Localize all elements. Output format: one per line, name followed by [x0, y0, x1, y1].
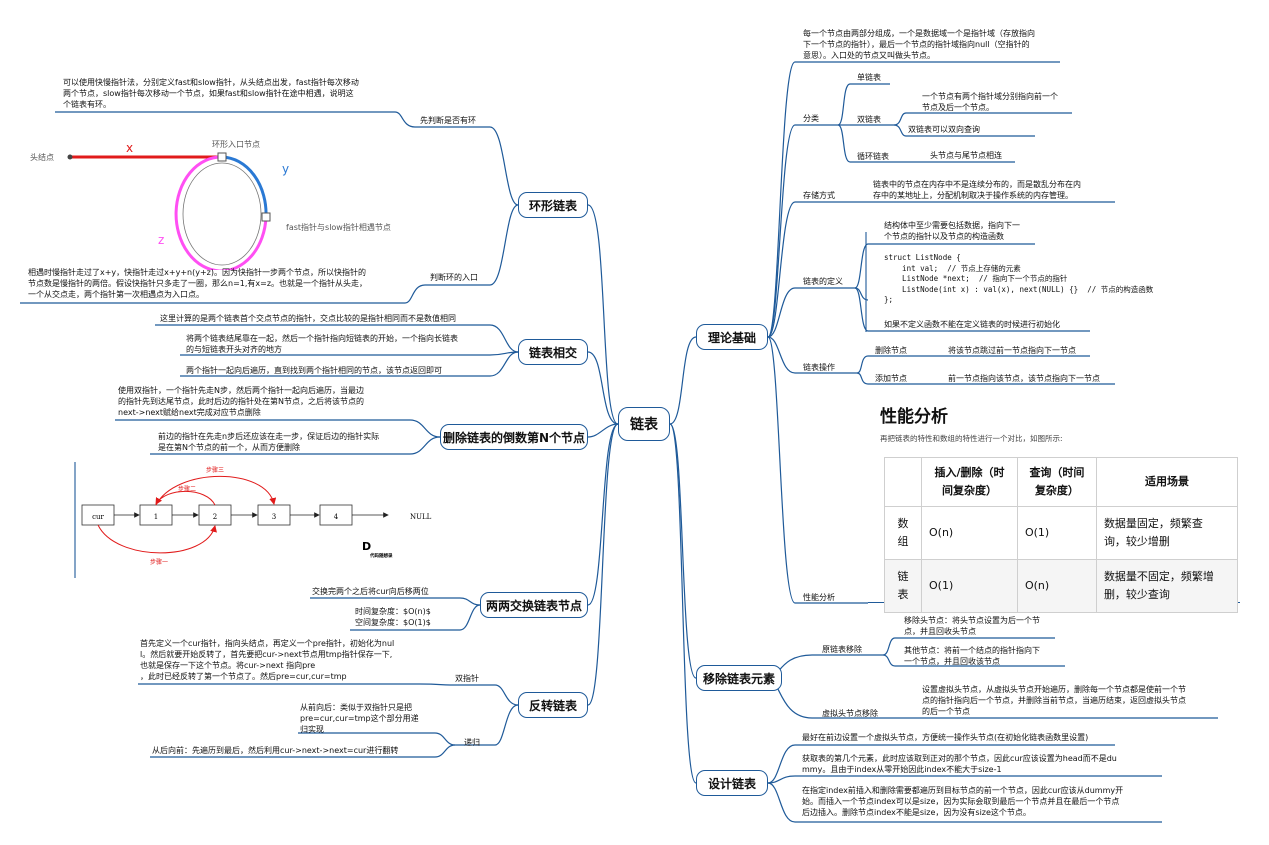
intersect-note-3: 两个指针一起向后遍历，直到找到两个指针相同的节点，该节点返回即可	[186, 366, 442, 375]
swap-node-label: cur	[92, 513, 104, 521]
table-cell: 数据量不固定，频繁增 删，较少查询	[1095, 559, 1239, 613]
recursion-label: 递归	[464, 738, 480, 747]
table-header: 查询（时间 复杂度）	[1016, 457, 1097, 507]
x-label: x	[126, 141, 134, 155]
branch-remove-nth[interactable]: 删除链表的倒数第N个节点	[440, 424, 588, 450]
branch-theory[interactable]: 理论基础	[696, 324, 768, 350]
null-label: NULL	[410, 513, 432, 521]
table-cell: O(n)	[1016, 559, 1097, 613]
remove-nth-note-1: 使用双指针，一个指针先走N步，然后两个指针一起向后遍历，当最边 的指针先到达尾节…	[118, 386, 364, 417]
original-remove-label: 原链表移除	[822, 645, 862, 654]
table-header	[884, 457, 922, 507]
swap-node-label: 1	[154, 513, 158, 521]
circular-list-desc: 头节点与尾节点相连	[930, 151, 1002, 160]
double-list: 双链表	[857, 115, 881, 124]
table-cell: 链 表	[884, 559, 922, 613]
definition-code: struct ListNode { int val; // 节点上存储的元素 L…	[884, 253, 1154, 304]
meet-node	[261, 212, 271, 222]
design-note-2: 获取表的第几个元素，此时应该取到正对的那个节点，因此cur应该设置为head而不…	[802, 754, 1117, 774]
entry-desc: 相遇时慢指针走过了x+y，快指针走过x+y+n(y+z)。因为快指针一步两个节点…	[28, 268, 368, 299]
other-remove-desc: 其他节点：将前一个结点的指针指向下 一个节点，并且回收该节点	[904, 646, 1040, 666]
intersect-note-1: 这里计算的是两个链表首个交点节点的指针，交点比较的是指针相同而不是数值相同	[160, 314, 456, 323]
double-pointer-label: 双指针	[455, 674, 479, 683]
swap-nodes	[81, 504, 353, 526]
head-remove-desc: 移除头节点：将头节点设置为后一个节 点，并且回收头节点	[904, 616, 1040, 636]
logo-text: 代码随想录	[369, 552, 393, 559]
cycle-diagram	[67, 152, 271, 270]
cycle-desc: 可以使用快慢指针法，分别定义fast和slow指针，从头结点出发，fast指针每…	[63, 78, 359, 109]
table-header: 插入/删除（时 间复杂度）	[921, 457, 1018, 507]
perf-label: 性能分析	[803, 593, 835, 602]
definition-desc: 结构体中至少需要包括数据，指向下一 个节点的指针以及节点的构造函数	[884, 221, 1020, 241]
swap-node-label: 4	[334, 513, 339, 521]
swap-diagram: cur 1 2 3 4 NULL 步骤一 步骤二 步骤三 D 代码随想录	[76, 462, 438, 578]
performance-subtitle: 再把链表的特性和数组的特性进行一个对比，如图所示:	[880, 434, 1063, 443]
performance-title: 性能分析	[880, 407, 948, 427]
cycle-ring	[182, 162, 262, 266]
virtual-remove-desc: 设置虚拟头节点，从虚拟头节点开始遍历，删除每一个节点都是使前一个节 点的指针指向…	[922, 685, 1186, 716]
design-note-1: 最好在前边设置一个虚拟头节点，方便统一操作头节点(在初始化链表函数里设置)	[802, 733, 1089, 742]
center-node[interactable]: 链表	[618, 407, 670, 441]
theory-classify: 分类	[803, 114, 819, 123]
swap-note-1: 交换完两个之后将cur向后移两位	[312, 587, 429, 596]
branch-design[interactable]: 设计链表	[696, 770, 768, 796]
double-list-desc: 一个节点有两个指针域分别指向前一个 节点及后一个节点。	[922, 92, 1058, 112]
recursion-desc-2: 从后向前：先遍历到最后，然后利用cur->next->next=cur进行翻转	[152, 746, 399, 755]
table-header: 适用场景	[1095, 457, 1239, 507]
branch-remove-elements[interactable]: 移除链表元素	[696, 665, 782, 691]
definition-note: 如果不定义函数不能在定义链表的时候进行初始化	[884, 320, 1060, 329]
z-label: z	[158, 233, 165, 247]
intersect-note-2: 将两个链表结尾靠在一起，然后一个指针指向短链表的开始，一个指向长链表 的与短链表…	[186, 334, 458, 354]
table-cell: 数 组	[884, 506, 922, 560]
step-3-label: 步骤三	[206, 466, 224, 474]
branch-cycle[interactable]: 环形链表	[518, 192, 588, 218]
swap-node-label: 3	[272, 513, 276, 521]
storage-desc: 链表中的节点在内存中不是连续分布的，而是散乱分布在内 存中的某地址上，分配机制取…	[873, 180, 1081, 200]
head-label: 头结点	[30, 153, 54, 162]
storage-label: 存储方式	[803, 191, 835, 200]
double-pointer-desc: 首先定义一个cur指针，指向头结点，再定义一个pre指针，初始化为nul l。然…	[140, 639, 395, 681]
single-list: 单链表	[857, 73, 881, 82]
virtual-remove-label: 虚拟头节点移除	[822, 709, 878, 718]
meet-label: fast指针与slow指针相遇节点	[286, 223, 391, 232]
table-row: 数 组 O(n) O(1) 数据量固定，频繁查 询，较少增删	[884, 506, 1239, 560]
branch-intersect[interactable]: 链表相交	[518, 339, 588, 365]
branch-swap[interactable]: 两两交换链表节点	[480, 592, 588, 618]
logo-mark: D	[362, 540, 371, 553]
theory-intro: 每一个节点由两部分组成，一个是数据域一个是指针域（存放指向 下一个节点的指针），…	[803, 29, 1035, 60]
table-cell: O(1)	[921, 559, 1018, 613]
y-label: y	[282, 162, 290, 176]
add-node-label: 添加节点	[875, 374, 907, 383]
step-1-label: 步骤一	[150, 558, 168, 566]
recursion-desc-1: 从前向后：类似于双指针只是把 pre=cur,cur=tmp这个部分用递 归实现	[300, 703, 419, 734]
swap-complexity: 时间复杂度：$O(n)$ 空间复杂度：$O(1)$	[355, 607, 431, 627]
table-row: 链 表 O(1) O(n) 数据量不固定，频繁增 删，较少查询	[884, 559, 1239, 613]
remove-nth-note-2: 前边的指针在先走n步后还应该在走一步，保证后边的指针实际 是在第N个节点的前一个…	[158, 432, 380, 452]
ops-label: 链表操作	[803, 363, 835, 372]
entry-node	[217, 152, 227, 162]
swap-node-label: 2	[213, 513, 217, 521]
branch-reverse[interactable]: 反转链表	[518, 692, 588, 718]
entry-label: 环形入口节点	[212, 140, 260, 149]
double-list-desc2: 双链表可以双向查询	[908, 125, 980, 134]
performance-table: 插入/删除（时 间复杂度） 查询（时间 复杂度） 适用场景 数 组 O(n) O…	[884, 457, 1239, 613]
z-arc	[174, 155, 268, 270]
cycle-judge: 先判断是否有环	[420, 116, 476, 125]
delete-node-label: 删除节点	[875, 346, 907, 355]
table-cell: O(n)	[921, 506, 1018, 560]
circular-list: 循环链表	[857, 152, 889, 161]
step-2-label: 步骤二	[178, 485, 196, 493]
head-node-dot	[67, 154, 73, 160]
table-cell: O(1)	[1016, 506, 1097, 560]
entry-judge: 判断环的入口	[430, 273, 478, 282]
swap-step-arrows	[97, 475, 277, 554]
add-node-desc: 前一节点指向该节点，该节点指向下一节点	[948, 374, 1100, 383]
definition-label: 链表的定义	[803, 277, 843, 286]
design-note-3: 在指定index前插入和删除需要都遍历到目标节点的前一个节点，因此cur应该从d…	[802, 786, 1124, 817]
delete-node-desc: 将该节点跳过前一节点指向下一节点	[948, 346, 1076, 355]
table-cell: 数据量固定，频繁查 询，较少增删	[1095, 506, 1239, 560]
y-arc	[221, 155, 268, 218]
